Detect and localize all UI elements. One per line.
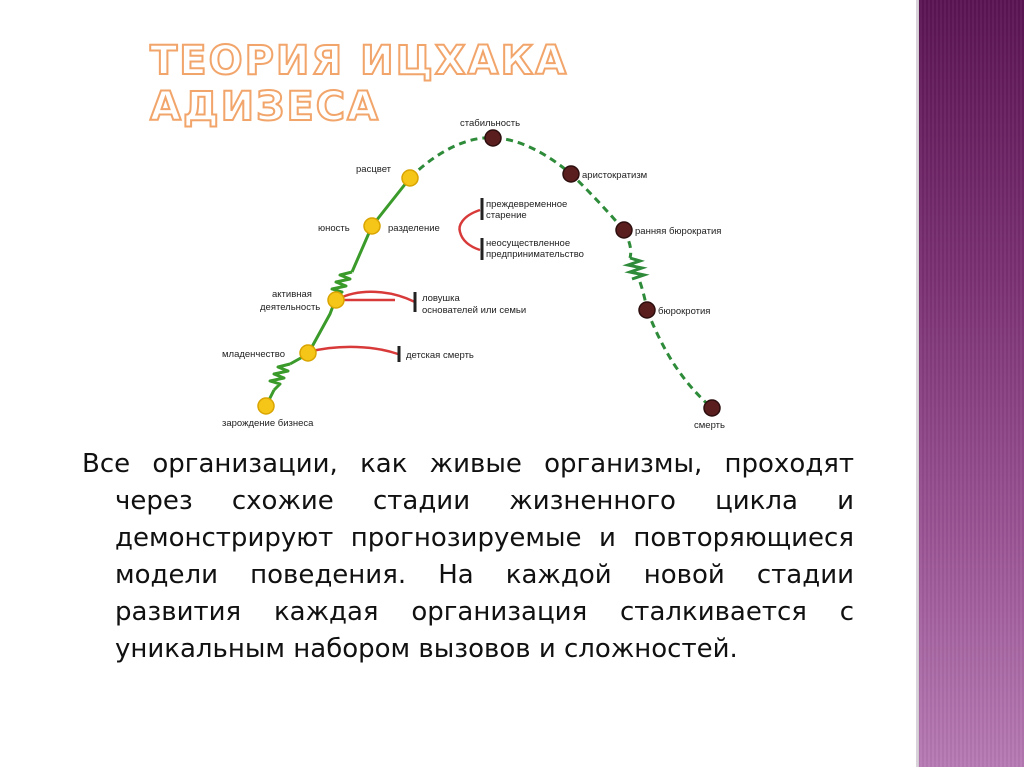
- label-premature-aging-1: преждевременное: [486, 199, 567, 210]
- lifecycle-diagram: зарождение бизнеса младенчество активная…: [222, 118, 725, 431]
- label-early-bureaucracy: ранняя бюрократия: [635, 226, 721, 237]
- trap-endbars: [397, 198, 484, 362]
- label-birth: зарождение бизнеса: [222, 418, 314, 429]
- body-text-block: Все организации, как живые организмы, пр…: [82, 446, 854, 668]
- label-founder-trap-1: ловушка: [422, 293, 461, 304]
- slide-title: ТЕОРИЯ ИЦХАКА АДИЗЕСА: [149, 37, 569, 131]
- label-death: смерть: [694, 420, 725, 431]
- label-unrealized-2: предпринимательство: [486, 249, 584, 260]
- label-active-2: деятельность: [260, 302, 320, 313]
- label-aristocracy: аристократизм: [582, 170, 647, 181]
- label-bureaucracy: бюрокротия: [658, 306, 710, 317]
- label-prime: расцвет: [356, 164, 392, 175]
- label-founder-trap-2: основателей или семьи: [422, 305, 526, 316]
- label-infancy: младенчество: [222, 349, 285, 360]
- label-premature-aging-2: старение: [486, 210, 527, 221]
- decline-spring: [622, 256, 650, 281]
- body-paragraph: Все организации, как живые организмы, пр…: [82, 449, 854, 664]
- trap-branches: [307, 208, 481, 356]
- decline-curve: [408, 136, 713, 410]
- label-infant-death: детская смерть: [406, 350, 474, 361]
- side-decorative-band: [916, 0, 1024, 767]
- label-active-1: активная: [272, 289, 312, 300]
- label-unrealized-1: неосуществленное: [486, 238, 570, 249]
- label-stability: стабильность: [460, 118, 520, 129]
- label-split: разделение: [388, 223, 440, 234]
- label-youth: юность: [318, 223, 350, 234]
- decline-nodes: [484, 129, 721, 417]
- growth-nodes: [257, 169, 419, 415]
